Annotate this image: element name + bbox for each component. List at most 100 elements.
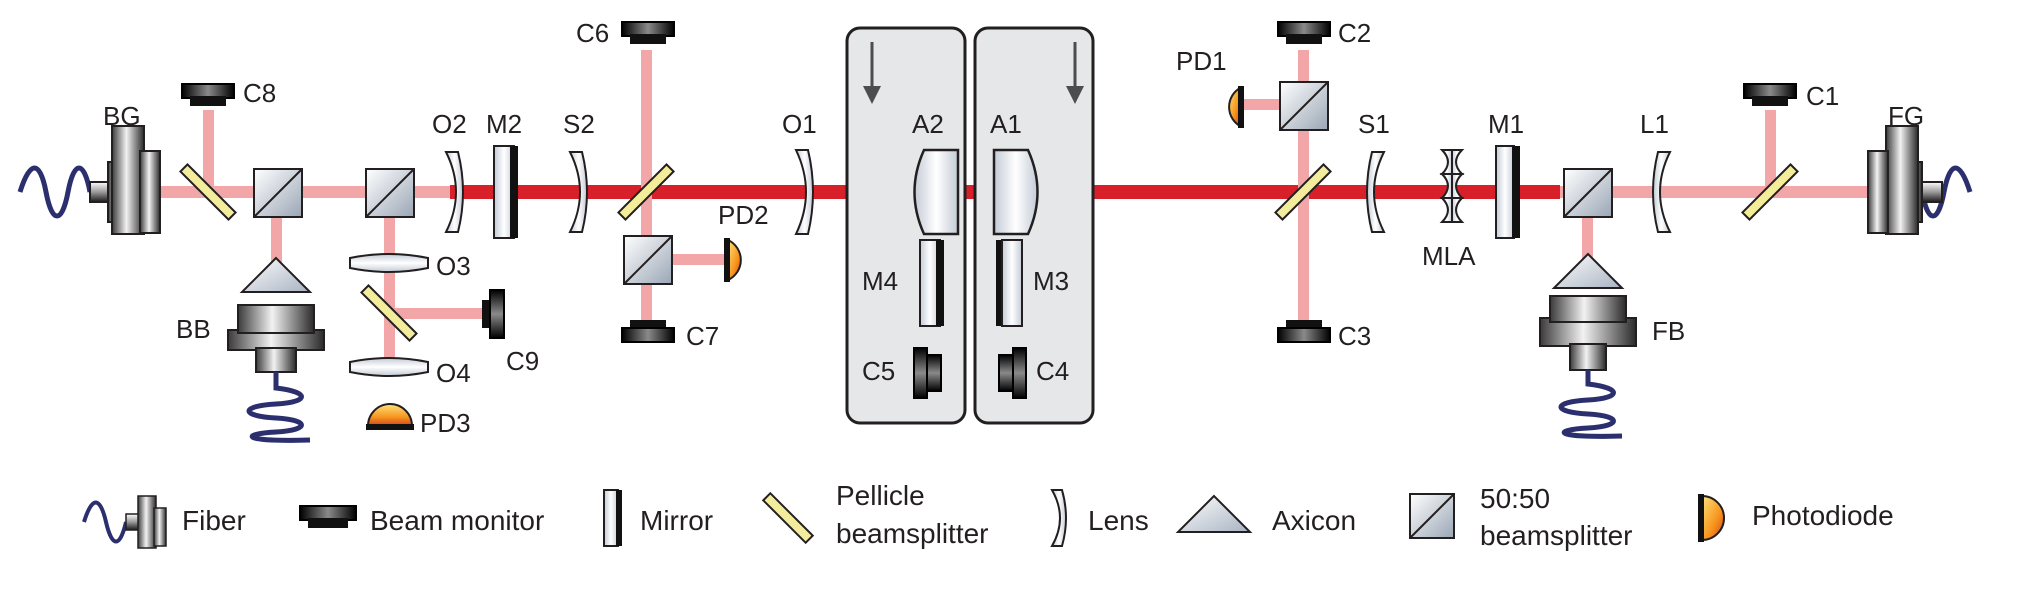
camera-c2	[1277, 21, 1331, 44]
aux-beam-c1	[1765, 110, 1776, 190]
aux-beam-fb	[1582, 192, 1593, 262]
legend-fiber-label: Fiber	[182, 505, 246, 536]
label-c6: C6	[576, 18, 609, 48]
camera-c5	[913, 347, 942, 399]
cube-bs-3	[623, 235, 673, 285]
legend-lens-icon	[1050, 489, 1067, 547]
camera-c6	[621, 21, 675, 44]
label-l1: L1	[1640, 109, 1669, 139]
mirror-m1	[1495, 145, 1520, 239]
label-m2: M2	[486, 109, 522, 139]
pellicle-bs-c8	[179, 163, 237, 221]
label-c8: C8	[243, 78, 276, 108]
label-pd1: PD1	[1176, 46, 1227, 76]
camera-c4	[998, 347, 1027, 399]
mirror-m3	[996, 239, 1023, 327]
pellicle-bs-s1	[1274, 163, 1332, 221]
label-pd3: PD3	[420, 408, 471, 438]
lens-o3	[349, 253, 429, 273]
lens-a2	[913, 148, 960, 236]
lens-o2	[444, 151, 464, 233]
fiber-bg	[17, 125, 161, 235]
camera-c1	[1743, 83, 1797, 106]
arrow-down-icon	[863, 42, 881, 104]
cube-bs-5	[1563, 168, 1613, 218]
label-m4: M4	[862, 266, 898, 296]
legend-fiber-icon	[82, 495, 167, 549]
legend: Fiber Beam monitor Mirror Pellicle beams…	[82, 480, 1894, 551]
photodiode-pd2	[724, 238, 742, 282]
aux-beam-c8	[203, 110, 214, 190]
lens-s1	[1366, 151, 1386, 233]
label-fb: FB	[1652, 316, 1685, 346]
legend-beam-monitor-label: Beam monitor	[370, 505, 544, 536]
aux-beam-pd2	[646, 254, 726, 265]
legend-photodiode-label: Photodiode	[1752, 500, 1894, 531]
label-fg: FG	[1888, 101, 1924, 131]
aux-beam-o3o4	[384, 192, 395, 362]
lens-l1	[1652, 151, 1672, 233]
cube-bs-4	[1279, 81, 1329, 131]
lens-s2	[568, 151, 588, 233]
legend-photodiode-icon	[1698, 494, 1725, 542]
legend-bs-label-1: 50:50	[1480, 483, 1550, 514]
arrow-down-icon	[1066, 42, 1084, 104]
label-m3: M3	[1033, 266, 1069, 296]
label-o3: O3	[436, 251, 471, 281]
label-a2: A2	[912, 109, 944, 139]
legend-lens-label: Lens	[1088, 505, 1149, 536]
fiber-fg	[1867, 125, 1973, 235]
label-o4: O4	[436, 358, 471, 388]
legend-beam-monitor-icon	[299, 505, 357, 528]
legend-axicon-icon	[1175, 494, 1253, 533]
aux-beam-c9	[390, 308, 485, 319]
label-c2: C2	[1338, 18, 1371, 48]
legend-bs-label-2: beamsplitter	[1480, 520, 1633, 551]
photodiode-pd1	[1228, 86, 1244, 128]
label-bg: BG	[103, 101, 141, 131]
cube-bs-1	[253, 168, 303, 218]
aux-beam-right	[1560, 186, 1900, 198]
legend-mirror-label: Mirror	[640, 505, 713, 536]
component-labels: BG C8 BB O2 M2 S2 O3 C9 O4 PD3 C6 PD2 C7…	[103, 18, 1924, 438]
pellicle-bs-c1	[1741, 163, 1799, 221]
label-m1: M1	[1488, 109, 1524, 139]
legend-mirror-icon	[603, 489, 622, 547]
legend-cube-bs-icon	[1409, 493, 1455, 539]
label-a1: A1	[990, 109, 1022, 139]
legend-pellicle-label-1: Pellicle	[836, 480, 925, 511]
label-s2: S2	[563, 109, 595, 139]
mirror-m4	[919, 239, 944, 327]
lens-o4	[349, 357, 429, 377]
fiber-fb	[1539, 295, 1637, 439]
camera-c3	[1277, 320, 1331, 343]
lens-a1	[992, 148, 1039, 236]
camera-c9	[482, 289, 505, 339]
label-o1: O1	[782, 109, 817, 139]
label-c5: C5	[862, 356, 895, 386]
photodiode-pd3	[366, 403, 414, 430]
camera-c8	[181, 83, 235, 106]
pellicle-bs-s2	[617, 163, 675, 221]
legend-pellicle-label-2: beamsplitter	[836, 518, 989, 549]
label-pd2: PD2	[718, 200, 769, 230]
camera-c7	[621, 320, 675, 343]
fiber-bb	[227, 304, 325, 443]
cube-bs-2	[365, 168, 415, 218]
lens-o1	[794, 149, 814, 235]
label-c1: C1	[1806, 81, 1839, 111]
aux-beam-pd1	[1238, 99, 1304, 110]
legend-axicon-label: Axicon	[1272, 505, 1356, 536]
legend-pellicle-icon	[761, 491, 815, 545]
pellicle-bs-c9	[360, 284, 418, 342]
label-s1: S1	[1358, 109, 1390, 139]
label-c9: C9	[506, 346, 539, 376]
axicon-bb	[239, 256, 313, 293]
mirror-m2	[493, 145, 518, 239]
label-c3: C3	[1338, 321, 1371, 351]
microlens-array-mla	[1439, 149, 1465, 223]
label-o2: O2	[432, 109, 467, 139]
label-c7: C7	[686, 321, 719, 351]
label-mla: MLA	[1422, 241, 1476, 271]
